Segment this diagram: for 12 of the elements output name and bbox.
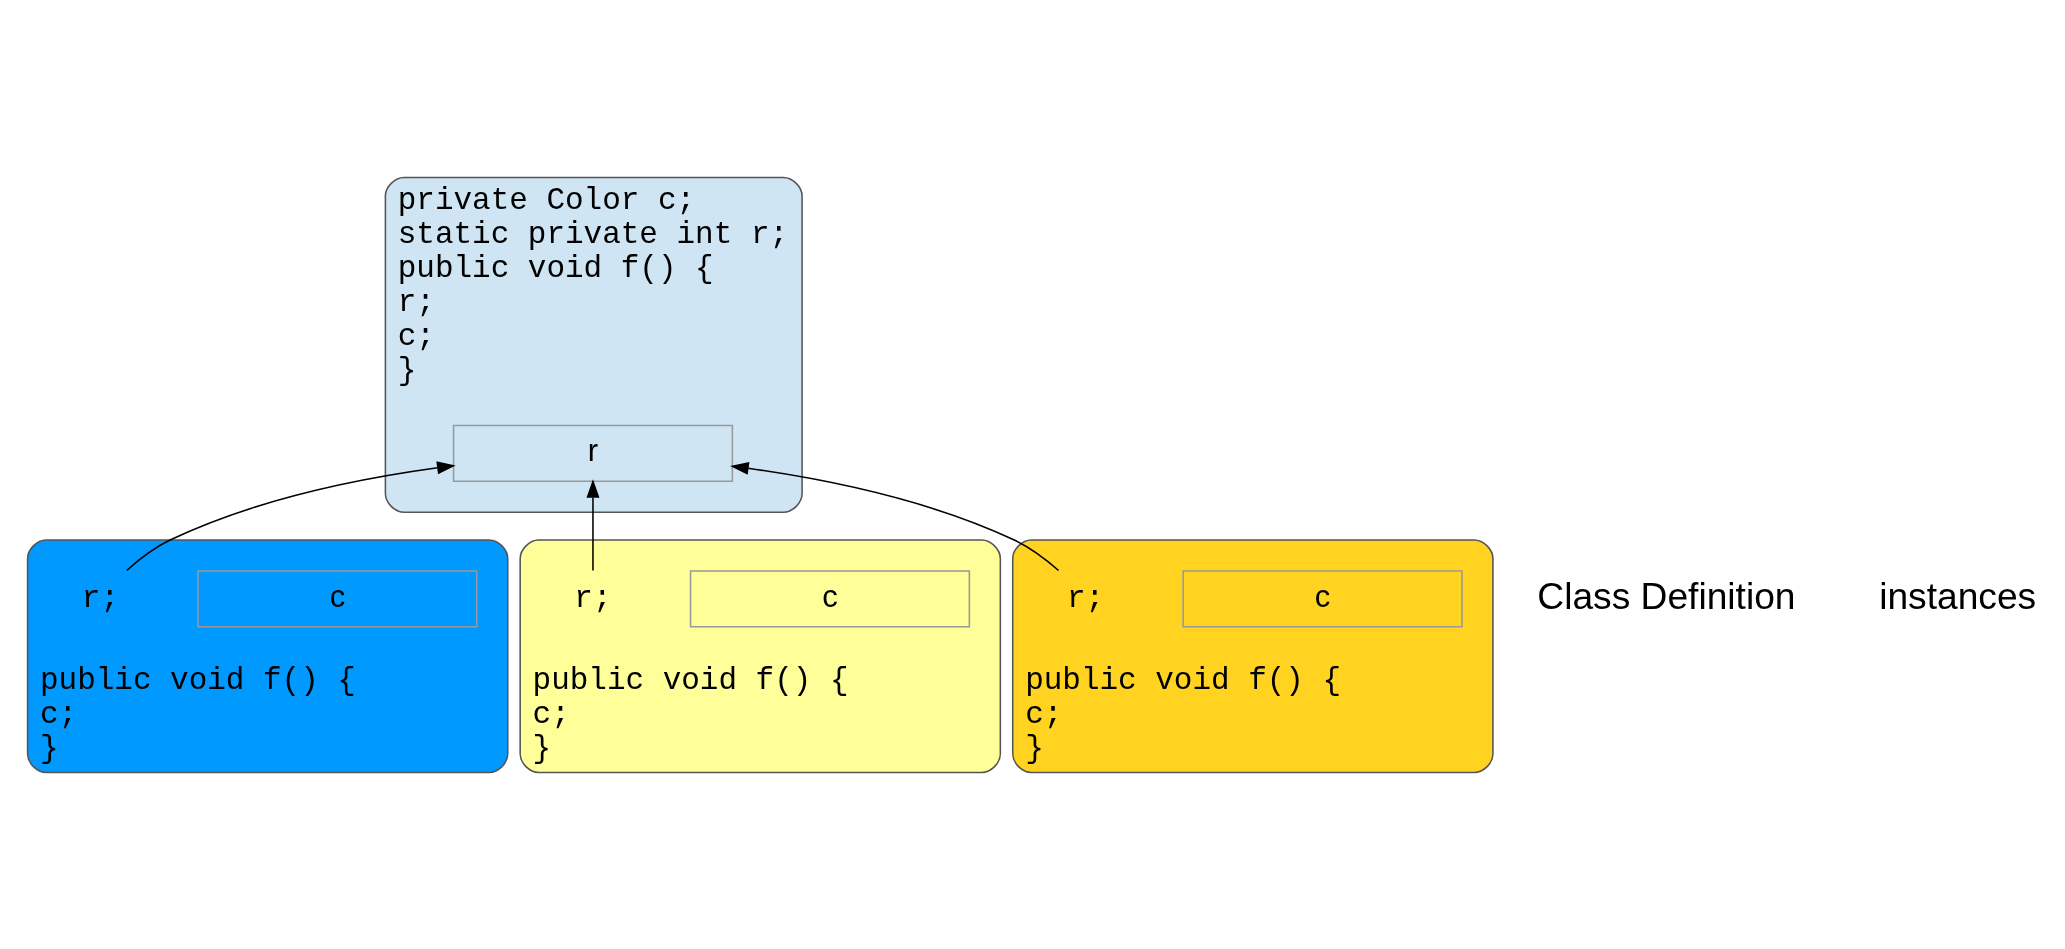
arrow: [125, 460, 456, 571]
node-box: c: [1182, 569, 1463, 628]
node-text: r;: [574, 580, 612, 616]
label: instances: [1879, 574, 2037, 617]
label: Class Definition: [1537, 574, 1796, 617]
node-box: r: [452, 424, 734, 482]
node-text: r;: [81, 580, 119, 616]
node-box: c: [689, 569, 971, 628]
node-box: c: [197, 569, 478, 628]
node-text: r;: [1066, 580, 1105, 616]
arrow: [730, 461, 1060, 571]
arrow: [586, 478, 600, 571]
